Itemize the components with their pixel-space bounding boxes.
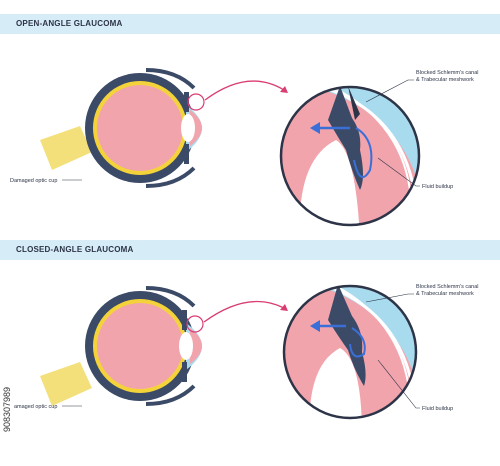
magnified-view-border (282, 284, 418, 420)
title-banner-closed-angle: CLOSED-ANGLE GLAUCOMA (0, 240, 500, 260)
closed-angle-diagram: Blocked Schlemm's canal & Trabecular mes… (10, 284, 479, 420)
label-optic-cup: Damaged optic cup (10, 404, 57, 410)
zoom-arrow-head (280, 304, 288, 311)
panel-title: OPEN-ANGLE GLAUCOMA (16, 19, 123, 28)
eyeball (85, 286, 202, 406)
leader-line-blocked (365, 293, 414, 303)
leader-line-blocked (365, 79, 414, 103)
label-blocked-line2: & Trabecular meshwork (416, 77, 474, 83)
open-angle-diagram: Blocked Schlemm's canal & Trabecular mes… (10, 68, 479, 227)
stock-id-strip: 908307989 (0, 330, 14, 440)
magnified-view-border (279, 85, 421, 227)
label-fluid-buildup: Fluid buildup (422, 184, 453, 190)
label-optic-cup: Damaged optic cup (10, 178, 57, 184)
zoom-arrow-head (280, 86, 288, 93)
title-banner-open-angle: OPEN-ANGLE GLAUCOMA (0, 14, 500, 34)
fluid-flow-arrow-head (310, 320, 320, 332)
label-blocked-line1: Blocked Schlemm's canal (416, 70, 479, 76)
label-blocked-line1: Blocked Schlemm's canal (416, 284, 479, 290)
panel-title: CLOSED-ANGLE GLAUCOMA (16, 245, 134, 254)
zoom-arrow (203, 300, 285, 323)
zoom-marker-circle (186, 315, 204, 333)
leader-line-fluid (377, 157, 420, 187)
fluid-loop (353, 127, 373, 179)
leader-line-fluid (377, 359, 420, 409)
stock-id-number: 908307989 (2, 386, 12, 432)
zoom-arrow (204, 80, 285, 101)
fluid-flow-arrow-head (310, 122, 320, 134)
optic-nerve (40, 126, 92, 170)
eyeball (85, 68, 202, 188)
label-blocked-line2: & Trabecular meshwork (416, 291, 474, 297)
fluid-loop (349, 327, 366, 358)
zoom-marker-circle (187, 93, 205, 111)
optic-nerve (40, 362, 92, 406)
label-fluid-buildup: Fluid buildup (422, 406, 453, 412)
